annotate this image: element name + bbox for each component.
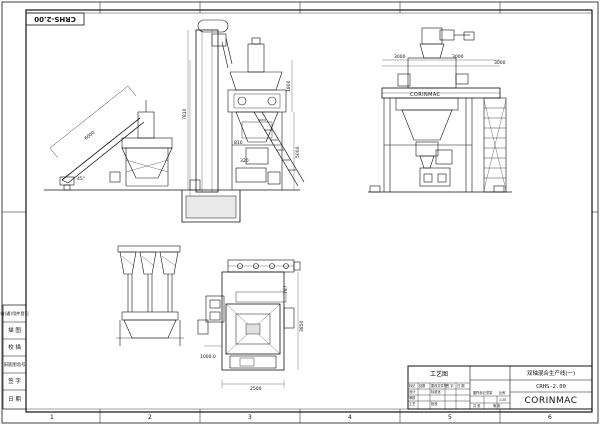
title-cell: 更改文件号 (431, 383, 447, 388)
sidebar-row: 描 图 (8, 326, 21, 334)
upper-height-label: 1800 (286, 80, 292, 92)
code-box-text: CRHS-2.00 (34, 15, 76, 23)
title-block-text: 工艺图 双轴混合生产线(一) CRHS-2.00 CORINMAC 标记 处数 … (409, 369, 577, 408)
dim-a-label: 810 (234, 140, 243, 146)
left-sidebar: 借(通)用件登记 描 图 校 描 旧底图总号 签 字 日 期 (0, 304, 30, 410)
title-cell: 签 字 (446, 383, 453, 388)
column-marker: 3 (248, 414, 252, 421)
title-cell: 设计 (409, 389, 416, 394)
conveyor-length-label: 6000 (84, 130, 97, 142)
dim-b-label: 320 (240, 158, 249, 164)
side-elevation-view (368, 27, 512, 193)
plan-right-label: 787 (283, 285, 289, 294)
title-cell: 图样标记 (473, 390, 487, 395)
title-cell: 日 期 (457, 383, 464, 388)
drawing-code: CRHS-2.00 (536, 384, 566, 390)
column-marker: 2 (148, 414, 152, 421)
column-marker: 5 (448, 414, 452, 421)
title-cell: 审核 (409, 395, 416, 400)
side-elevation-labels: 3000 3000 3000 CORINMAC (394, 54, 506, 98)
title-block (407, 365, 593, 410)
column-marker: 6 (548, 414, 552, 421)
title-cell: 重量 (486, 390, 493, 395)
plan-view-labels: 2500 3850 1000.0 787 (200, 285, 305, 392)
plan-offset-label: 1000.0 (200, 354, 216, 360)
title-cell: 批准 (431, 401, 438, 406)
elevator-height-label: 7810 (182, 108, 188, 120)
plan-view (197, 259, 301, 388)
front-elevation-labels: 6000 45° 7810 1800 5000 810 320 (77, 80, 301, 182)
sidebar-row: 借(通)用件登记 (0, 310, 29, 317)
drawing-name: 工艺图 (430, 370, 448, 378)
plan-depth-label: 3850 (299, 320, 305, 332)
product-name: 双轴混合生产线(一) (527, 369, 575, 377)
column-markers: 1 2 3 4 5 6 (50, 414, 552, 421)
side-width-small-label: 3000 (494, 60, 506, 66)
front-elevation-view (44, 19, 305, 223)
code-box: CRHS-2.00 (25, 12, 85, 26)
hopper-side-view (116, 245, 184, 346)
title-cell: 标准化 (431, 389, 441, 394)
column-marker: 1 (50, 414, 54, 421)
sidebar-row: 旧底图总号 (4, 361, 27, 368)
company-name: CORINMAC (524, 396, 577, 406)
conveyor-angle-label: 45° (77, 176, 85, 182)
machine-brand-label: CORINMAC (410, 92, 441, 98)
column-marker: 4 (348, 414, 352, 421)
plan-width-label: 2500 (250, 386, 262, 392)
sidebar-row: 签 字 (8, 377, 21, 385)
side-width-left-label: 3000 (394, 54, 406, 60)
side-width-right-label: 3000 (452, 54, 464, 60)
mixer-height-label: 5000 (295, 146, 301, 158)
sidebar-row: 校 描 (8, 343, 21, 351)
title-cell: 第 张 (493, 403, 501, 408)
title-cell: 处数 (419, 383, 426, 388)
title-cell: 工艺 (409, 401, 415, 406)
title-cell: 1:20 (499, 398, 506, 402)
title-cell: 标记 (409, 383, 416, 388)
title-cell: 共 张 (473, 403, 481, 408)
sidebar-row: 日 期 (8, 396, 21, 403)
title-cell: 比例 (499, 390, 505, 395)
